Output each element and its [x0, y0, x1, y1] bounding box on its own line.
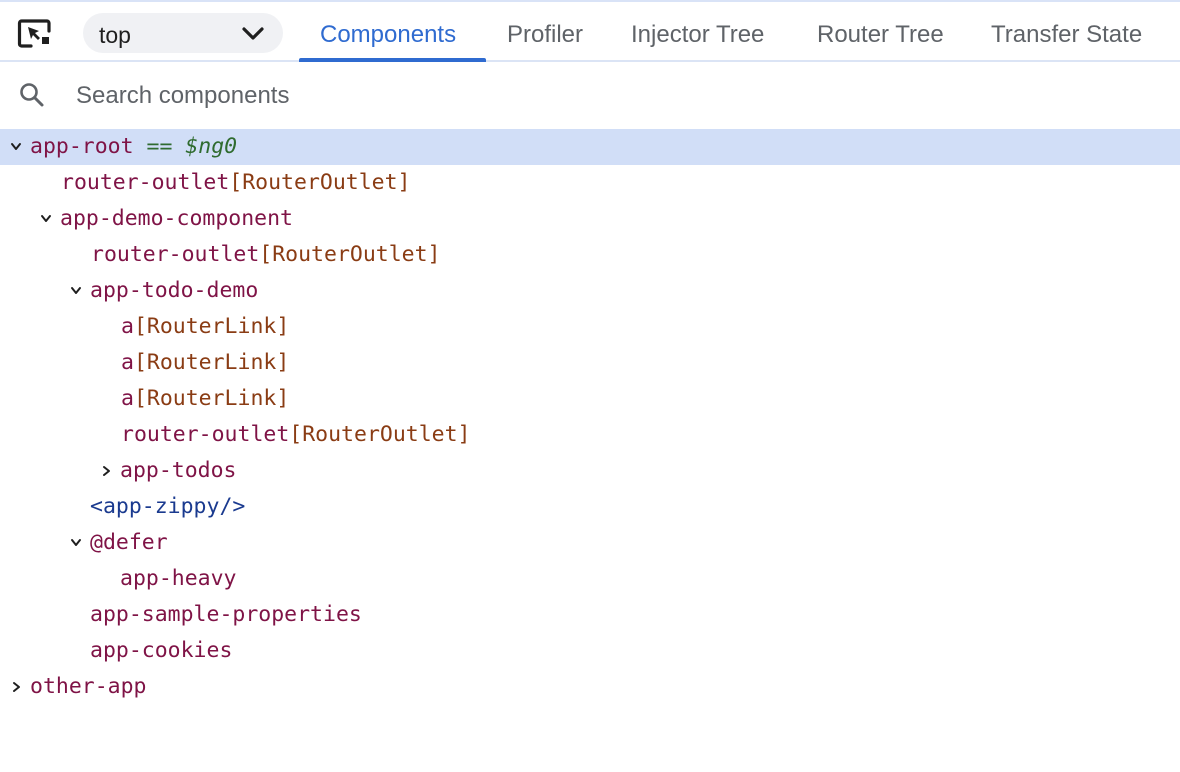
tree-node-router-outlet[interactable]: router-outlet[RouterOutlet] — [0, 237, 1180, 273]
node-tag: app-todos — [120, 458, 237, 483]
expand-arrow-icon[interactable] — [99, 453, 113, 489]
node-tag: app-demo-component — [60, 206, 293, 231]
tree-node-anchor[interactable]: a[RouterLink] — [0, 345, 1180, 381]
chevron-down-icon — [242, 27, 264, 40]
collapse-arrow-icon[interactable] — [69, 273, 83, 309]
tree-node-defer-block[interactable]: @defer — [0, 525, 1180, 561]
tree-node-anchor[interactable]: a[RouterLink] — [0, 309, 1180, 345]
search-input[interactable] — [76, 78, 1156, 114]
tree-node-app-zippy[interactable]: <app-zippy/> — [0, 489, 1180, 525]
node-tag: a — [121, 350, 134, 375]
node-tag: app-sample-properties — [90, 602, 362, 627]
expand-arrow-icon[interactable] — [9, 669, 23, 705]
tree-node-router-outlet[interactable]: router-outlet[RouterOutlet] — [0, 417, 1180, 453]
node-tag: app-root — [30, 134, 134, 159]
collapse-arrow-icon[interactable] — [9, 129, 23, 165]
node-tag: <app-zippy/> — [90, 494, 246, 519]
node-tag: router-outlet — [91, 242, 260, 267]
inspect-element-icon — [17, 19, 51, 48]
node-tag: other-app — [30, 674, 147, 699]
tree-node-app-todos[interactable]: app-todos — [0, 453, 1180, 489]
search-icon — [20, 83, 44, 107]
tree-node-app-heavy[interactable]: app-heavy — [0, 561, 1180, 597]
devtools-toolbar: top Components Profiler Injector Tree Ro… — [0, 0, 1180, 62]
node-tag: @defer — [90, 530, 168, 555]
tab-profiler[interactable]: Profiler — [507, 21, 584, 48]
node-tag: a — [121, 386, 134, 411]
node-directive: [RouterLink] — [133, 350, 290, 375]
tree-node-app-root[interactable]: app-root == $ng0 — [0, 129, 1180, 165]
tab-transfer-state[interactable]: Transfer State — [991, 21, 1143, 48]
frame-selector[interactable]: top — [83, 13, 283, 53]
tree-node-app-todo-demo[interactable]: app-todo-demo — [0, 273, 1180, 309]
frame-selector-value: top — [99, 22, 131, 48]
tree-node-app-sample-properties[interactable]: app-sample-properties — [0, 597, 1180, 633]
tree-node-app-cookies[interactable]: app-cookies — [0, 633, 1180, 669]
node-tag: app-cookies — [90, 638, 233, 663]
node-tag: app-todo-demo — [90, 278, 259, 303]
collapse-arrow-icon[interactable] — [69, 525, 83, 561]
node-directive: [RouterOutlet] — [259, 242, 441, 267]
collapse-arrow-icon[interactable] — [39, 201, 53, 237]
inspect-element-button[interactable] — [16, 16, 54, 52]
console-ref-separator: == — [133, 134, 186, 159]
tree-node-anchor[interactable]: a[RouterLink] — [0, 381, 1180, 417]
tab-components[interactable]: Components — [320, 21, 457, 48]
node-tag: app-heavy — [120, 566, 237, 591]
node-tag: a — [121, 314, 134, 339]
tab-router-tree[interactable]: Router Tree — [817, 21, 944, 48]
console-ref: $ng0 — [185, 134, 238, 159]
node-directive: [RouterLink] — [133, 314, 290, 339]
search-bar — [0, 62, 1180, 128]
component-tree: app-root == $ng0 router-outlet[RouterOut… — [0, 129, 1180, 705]
tab-injector-tree[interactable]: Injector Tree — [631, 21, 765, 48]
tree-node-app-demo-component[interactable]: app-demo-component — [0, 201, 1180, 237]
node-tag: router-outlet — [121, 422, 290, 447]
node-directive: [RouterLink] — [133, 386, 290, 411]
tree-node-router-outlet[interactable]: router-outlet[RouterOutlet] — [0, 165, 1180, 201]
node-tag: router-outlet — [61, 170, 230, 195]
node-directive: [RouterOutlet] — [229, 170, 411, 195]
active-tab-indicator — [299, 58, 486, 62]
tree-node-other-app[interactable]: other-app — [0, 669, 1180, 705]
node-directive: [RouterOutlet] — [289, 422, 471, 447]
